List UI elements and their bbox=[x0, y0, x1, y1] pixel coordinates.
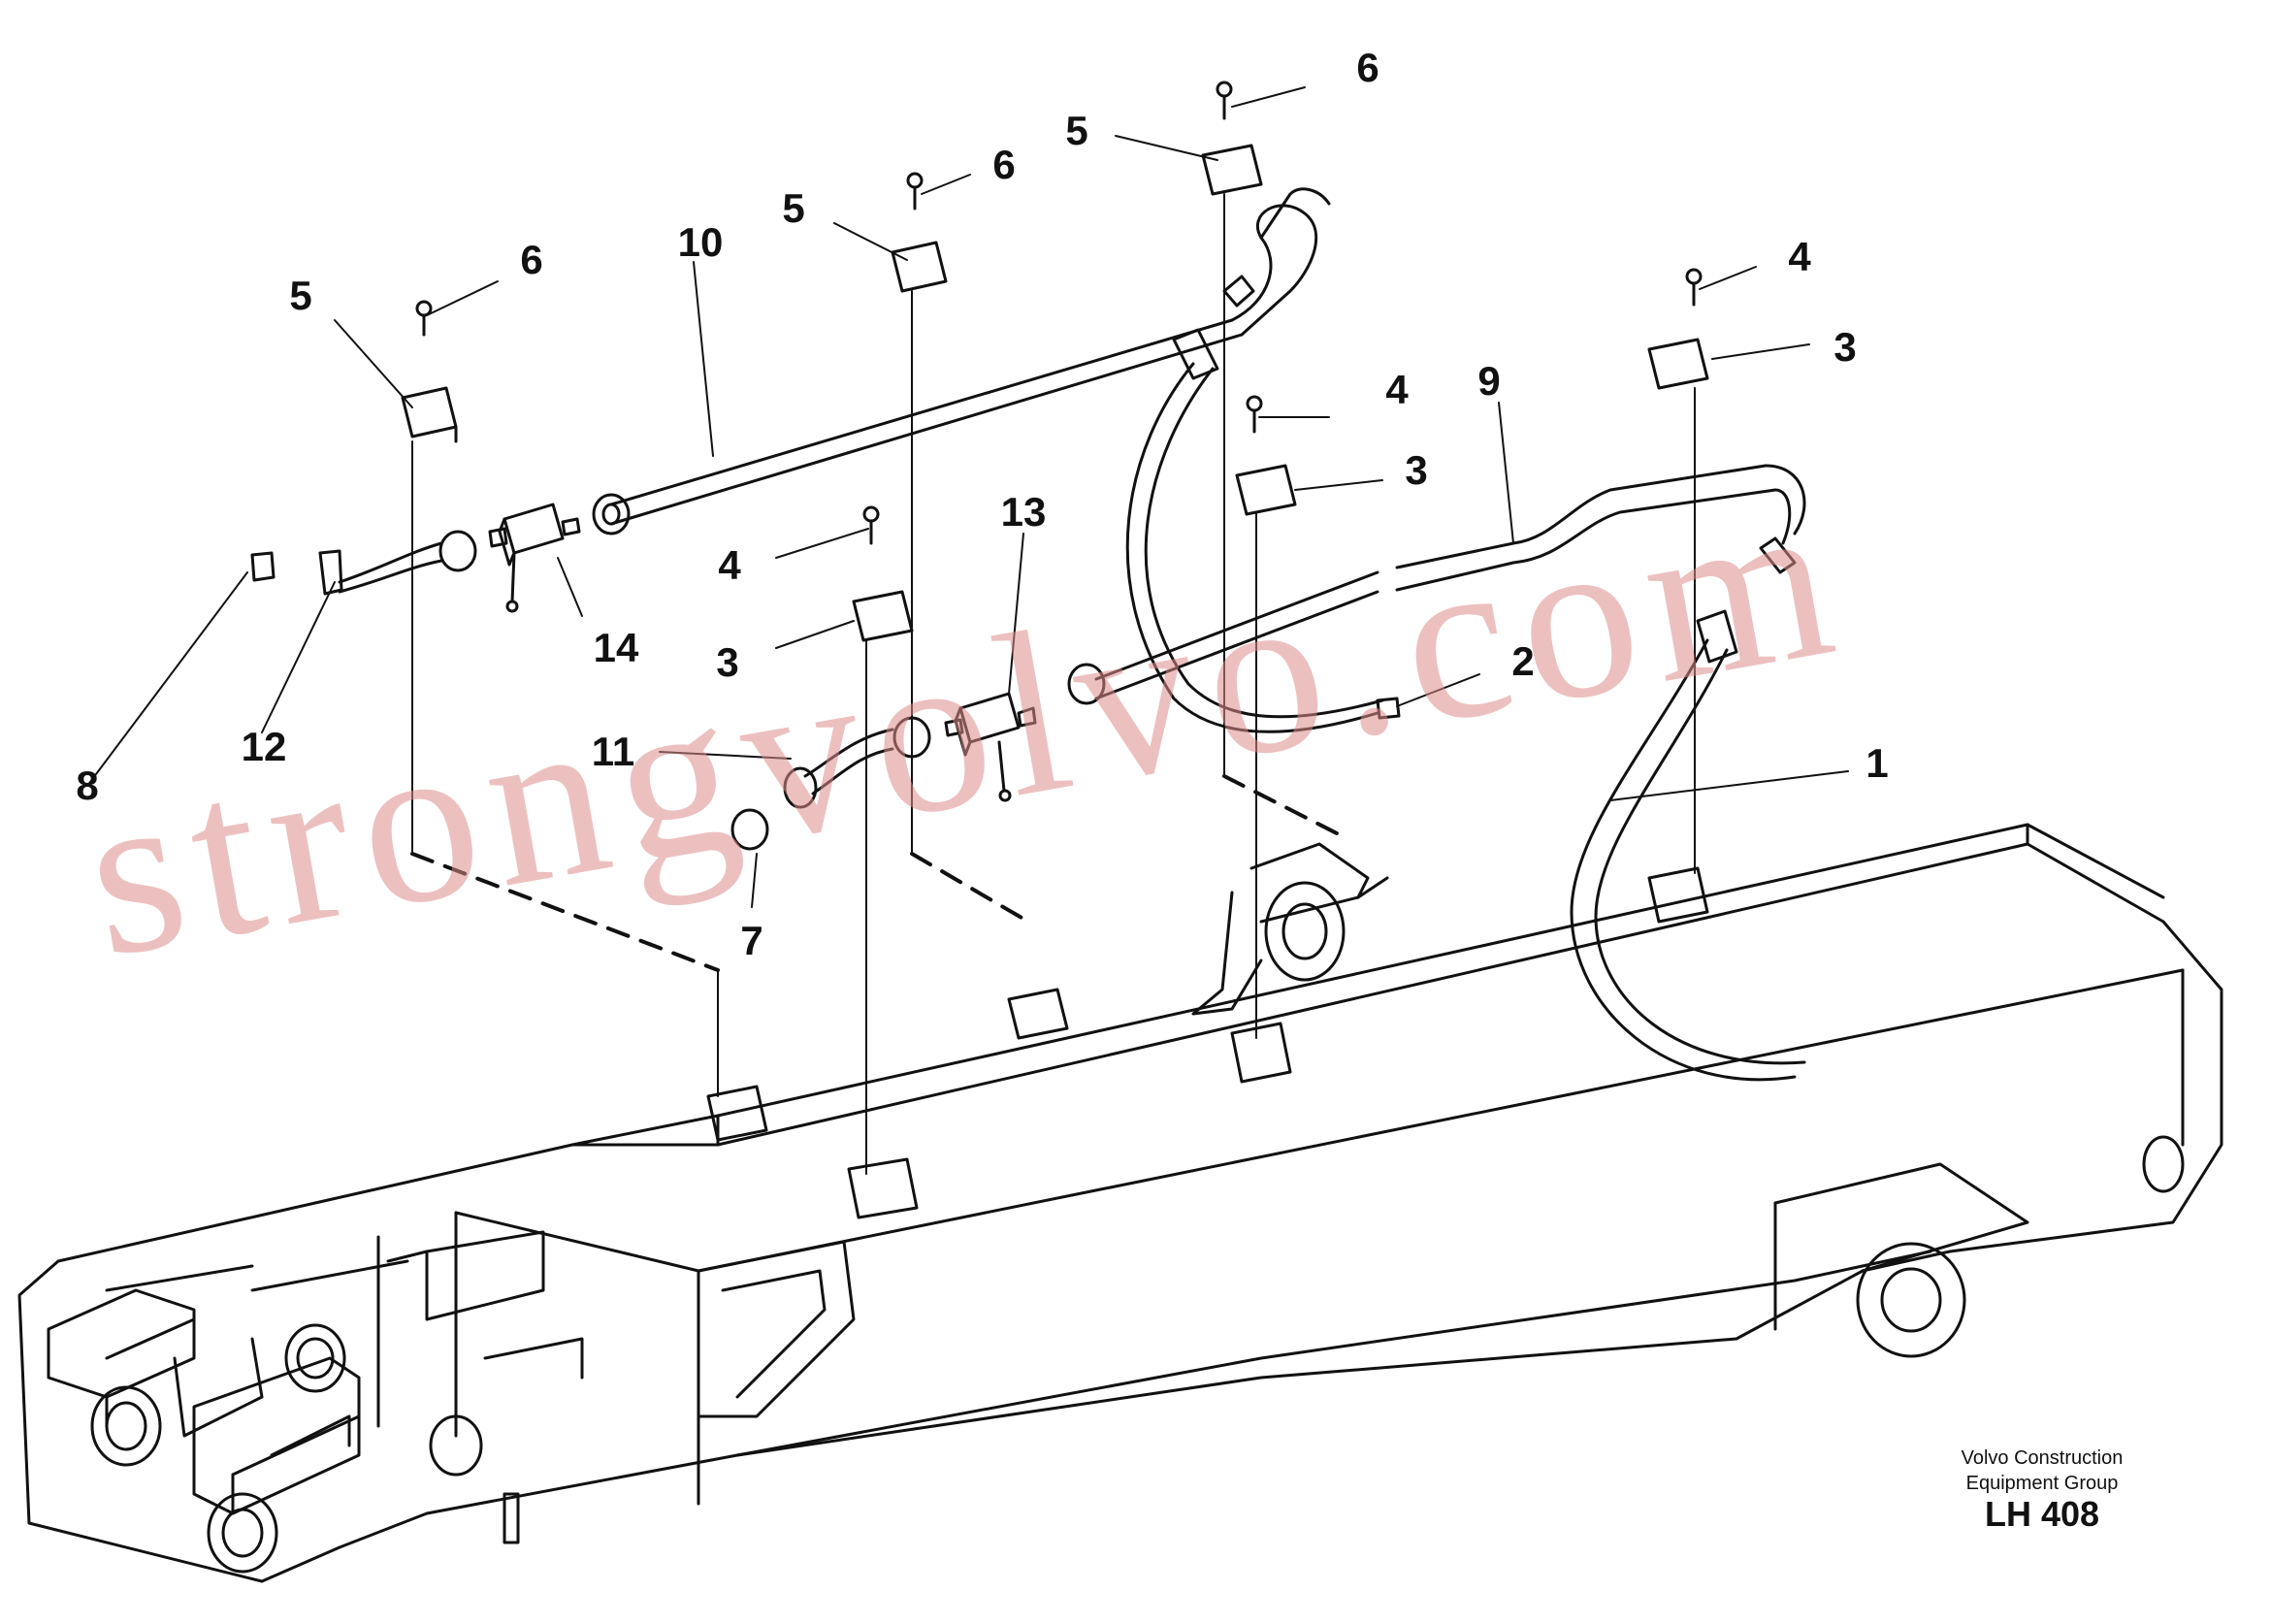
hose-1 bbox=[1570, 609, 1806, 1082]
diagram-code: LH 408 bbox=[1984, 1494, 2100, 1534]
callout-14: 14 bbox=[593, 625, 639, 670]
callout-4: 4 bbox=[1385, 367, 1409, 412]
hose-11 bbox=[730, 716, 931, 851]
callout-2: 2 bbox=[1511, 638, 1535, 684]
pipe-10 bbox=[592, 187, 1331, 536]
credit-line-2: Equipment Group bbox=[1965, 1473, 2119, 1494]
boom-arm bbox=[17, 823, 2223, 1583]
valve-13 bbox=[944, 692, 1037, 802]
leader-lines bbox=[86, 86, 1849, 908]
callout-5: 5 bbox=[289, 273, 312, 318]
callout-5: 5 bbox=[1065, 108, 1088, 153]
boom-end-boss bbox=[1856, 1135, 2185, 1358]
screws bbox=[415, 81, 1703, 545]
guide-lines bbox=[411, 193, 1696, 1175]
boom-fork bbox=[47, 1230, 584, 1574]
clamps-lower bbox=[706, 866, 1709, 1219]
clamps-upper bbox=[401, 144, 1709, 642]
callout-12: 12 bbox=[241, 724, 287, 769]
callout-3: 3 bbox=[716, 639, 739, 685]
valve-14 bbox=[488, 503, 581, 613]
callout-6: 6 bbox=[520, 237, 543, 282]
credit-line-1: Volvo Construction bbox=[1961, 1447, 2124, 1469]
callout-6: 6 bbox=[992, 142, 1016, 187]
callout-5: 5 bbox=[782, 185, 805, 231]
callout-9: 9 bbox=[1477, 358, 1501, 404]
callout-4: 4 bbox=[1788, 234, 1811, 279]
callout-3: 3 bbox=[1833, 324, 1857, 370]
dashed-guide-lines bbox=[410, 774, 1341, 972]
pivot-bracket bbox=[1191, 842, 1389, 1016]
callout-7: 7 bbox=[740, 918, 763, 963]
callout-6: 6 bbox=[1356, 45, 1379, 90]
hose-12 bbox=[250, 530, 477, 596]
pipe-9 bbox=[1067, 464, 1806, 705]
callout-1: 1 bbox=[1865, 740, 1889, 786]
callout-3: 3 bbox=[1405, 447, 1428, 493]
callout-13: 13 bbox=[1000, 489, 1047, 535]
callout-8: 8 bbox=[76, 763, 99, 808]
callout-11: 11 bbox=[591, 729, 635, 774]
hose-2 bbox=[1125, 328, 1401, 733]
callout-10: 10 bbox=[677, 219, 724, 265]
callout-4: 4 bbox=[718, 542, 741, 588]
